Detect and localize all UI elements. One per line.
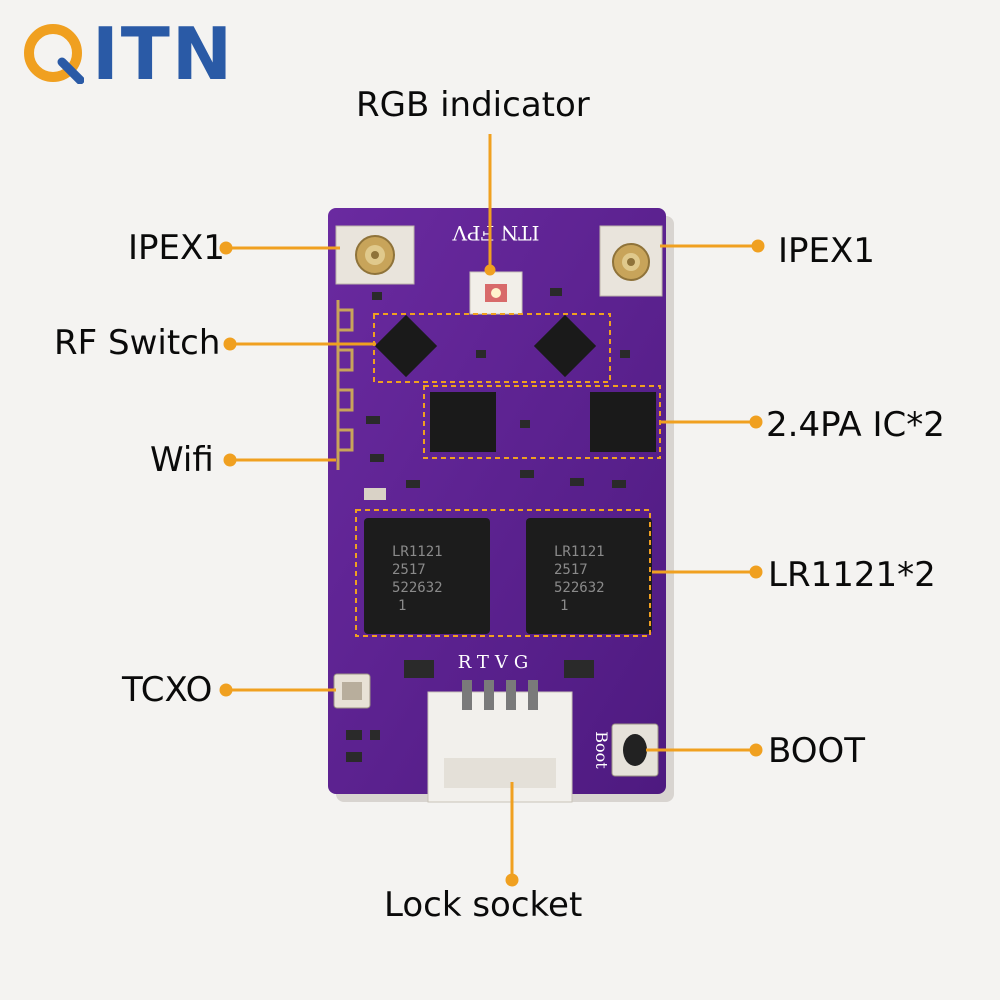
boot-silk: Boot	[592, 731, 611, 769]
chip-marking-left-1: LR1121	[392, 544, 443, 560]
lr1121-highlight	[355, 509, 651, 637]
ipex-connector-left	[335, 225, 415, 285]
qitn-logo-icon	[24, 24, 84, 84]
rgb-led	[469, 271, 523, 315]
label-rgb-indicator: RGB indicator	[356, 85, 590, 125]
label-lr1121: LR1121*2	[768, 555, 936, 595]
tcxo-component	[333, 673, 371, 709]
boot-button	[611, 723, 659, 777]
lr1121-chip-left	[364, 518, 490, 634]
chip-marking-right-2: 2517	[554, 562, 588, 578]
chip-marking-right-3: 522632	[554, 580, 605, 596]
label-tcxo: TCXO	[122, 670, 213, 710]
label-lock-socket: Lock socket	[384, 885, 583, 925]
chip-marking-right-1: LR1121	[554, 544, 605, 560]
silk-brand: ITN FPV	[452, 221, 539, 245]
chip-marking-left-2: 2517	[392, 562, 426, 578]
label-rf-switch: RF Switch	[54, 323, 221, 363]
chip-marking-right-4: 1	[560, 598, 568, 614]
label-wifi: Wifi	[150, 440, 214, 480]
logo-text: ITN	[92, 12, 235, 96]
chip-marking-left-4: 1	[398, 598, 406, 614]
lock-socket	[427, 680, 573, 803]
pin-labels: RTVG	[458, 652, 535, 673]
ipex-connector-right	[599, 225, 663, 297]
label-ipex1-left: IPEX1	[128, 228, 225, 268]
rf-switch-highlight	[373, 313, 611, 383]
pa-ic-chips	[430, 392, 656, 452]
callout-lines	[219, 134, 765, 887]
wifi-antenna-trace	[336, 300, 354, 470]
chip-marking-left-3: 522632	[392, 580, 443, 596]
rf-switch-chips	[374, 314, 597, 378]
label-ipex1-right: IPEX1	[778, 231, 875, 271]
lr1121-chip-right	[526, 518, 652, 634]
label-boot: BOOT	[768, 731, 866, 771]
passive-components	[346, 288, 630, 762]
chip-markings: LR1121 2517 522632 1 LR1121 2517 522632 …	[392, 544, 605, 614]
label-pa-ic: 2.4PA IC*2	[766, 405, 945, 445]
